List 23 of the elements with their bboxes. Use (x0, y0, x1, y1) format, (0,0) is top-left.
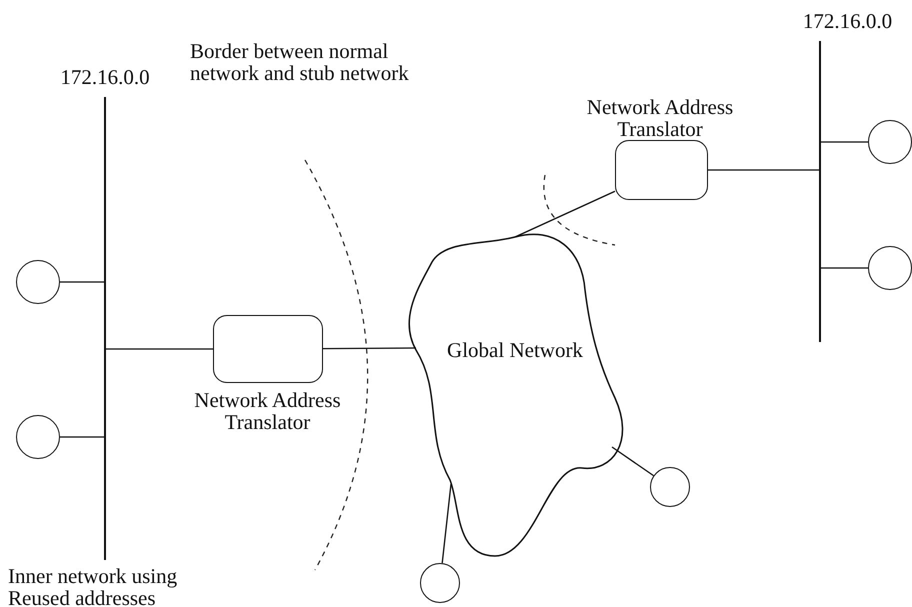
connector-line (105, 348, 213, 350)
connector-line (708, 169, 820, 171)
connector-line (60, 281, 105, 283)
connector-line (442, 484, 452, 564)
connector-line (612, 446, 654, 476)
cloud-label: Global Network (446, 339, 584, 361)
host-circle (650, 467, 690, 507)
connector-line (323, 347, 416, 350)
connector-line (820, 267, 868, 269)
node-label: Network Address Translator (193, 389, 342, 433)
connector-line (820, 141, 868, 143)
connector-line (60, 436, 105, 438)
node-label: Network Address Translator (586, 96, 734, 140)
network-address: 172.16.0.0 (59, 66, 151, 88)
host-circle (16, 260, 60, 304)
host-circle (16, 415, 60, 459)
note-text: Border between normal network and stub network (190, 40, 410, 84)
host-circle (868, 120, 912, 164)
host-circle (420, 563, 460, 603)
network-address: 172.16.0.0 (802, 10, 894, 32)
note-text: Inner network using Reused addresses (8, 565, 178, 607)
connector-line (514, 190, 616, 238)
host-circle (868, 246, 912, 290)
